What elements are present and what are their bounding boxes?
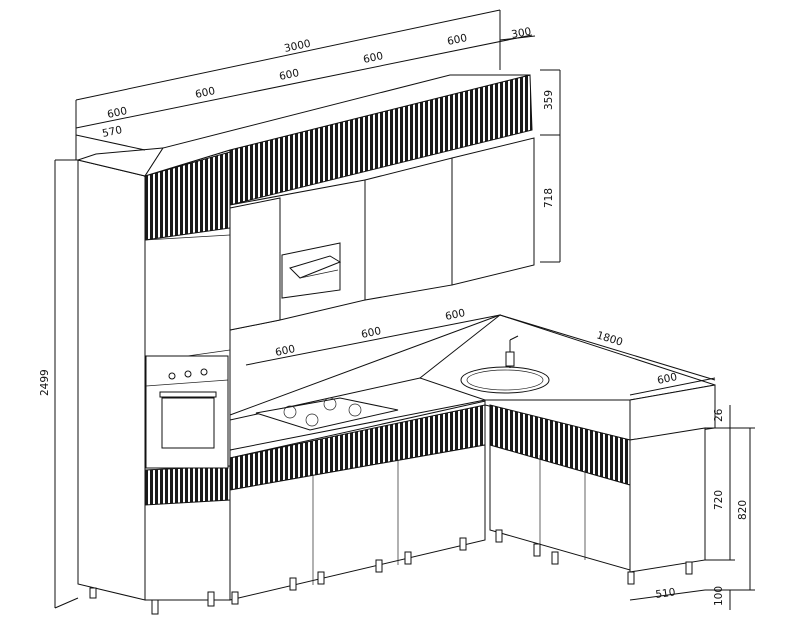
dim-leg-height: 100 <box>713 586 725 606</box>
sink <box>460 335 550 394</box>
dim-corner-length: 1800 <box>595 329 624 348</box>
dim-backsplash-600-c: 600 <box>444 307 466 323</box>
dim-countertop: 26 <box>713 408 725 422</box>
dim-upper-depth: 570 <box>101 124 123 140</box>
gas-hob <box>255 397 399 431</box>
dim-corner-depth: 600 <box>656 371 678 387</box>
dim-top-total: 3000 <box>283 38 312 55</box>
dim-top-depth: 300 <box>510 26 532 41</box>
dim-upper-600-e: 600 <box>446 32 468 48</box>
dim-upper-600-d: 600 <box>362 50 384 66</box>
dim-backsplash-600-b: 600 <box>360 325 382 341</box>
dim-upper-600-c: 600 <box>278 67 300 83</box>
base-cabinets <box>89 404 706 615</box>
dim-base-height: 720 <box>713 490 725 510</box>
dimension-lines <box>54 9 755 610</box>
dimension-labels: 3000 300 600 600 600 600 600 570 359 718… <box>39 26 749 606</box>
dim-height-top-band: 359 <box>543 90 555 110</box>
range-hood <box>281 242 342 299</box>
dim-height-upper: 718 <box>543 188 555 208</box>
dim-backsplash-600-a: 600 <box>274 343 296 359</box>
dim-upper-600-a: 600 <box>106 105 128 121</box>
dim-upper-600-b: 600 <box>194 85 216 101</box>
dim-total-height: 2499 <box>39 369 51 396</box>
dim-base-total: 820 <box>737 500 749 520</box>
oven <box>145 355 229 469</box>
dim-base-depth: 510 <box>655 586 677 601</box>
